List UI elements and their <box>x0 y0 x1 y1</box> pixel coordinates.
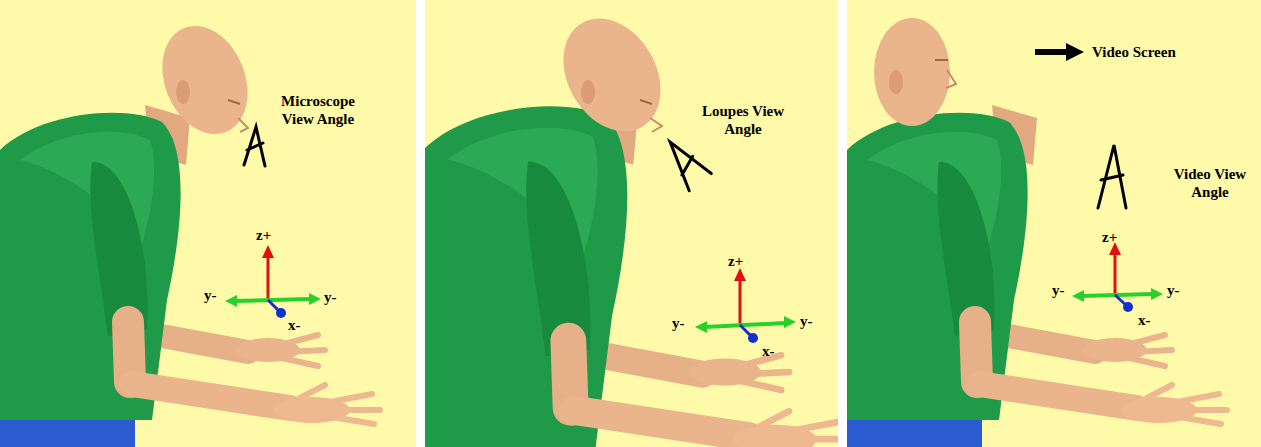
view-angle-label: Loupes View Angle <box>688 102 798 138</box>
axis-label: y- <box>800 312 813 330</box>
axis-label: z+ <box>728 252 743 270</box>
panel-video <box>847 0 1261 447</box>
axis-label: x- <box>1138 311 1151 329</box>
axis-label: z+ <box>256 226 271 244</box>
axis-label: z+ <box>1102 228 1117 246</box>
panel-loupes <box>425 0 838 447</box>
axis-label: y- <box>1052 281 1065 299</box>
view-angle-symbol <box>1098 145 1126 208</box>
axis-label: y- <box>324 288 337 306</box>
axis-label: x- <box>762 342 775 360</box>
axis-label: x- <box>288 316 301 334</box>
arrow-to-screen <box>1066 43 1084 61</box>
human-figure <box>0 105 380 447</box>
view-angle-symbol <box>658 134 711 191</box>
view-angle-label: Video View Angle <box>1165 165 1255 201</box>
view-angle-symbol <box>244 127 265 166</box>
axis-label: y- <box>204 286 217 304</box>
human-figure <box>847 105 1227 447</box>
human-figure <box>425 98 838 447</box>
axis-label: y- <box>672 314 685 332</box>
panel-microscope <box>0 0 416 447</box>
view-angle-label: Microscope View Angle <box>268 92 368 128</box>
screen-label: Video Screen <box>1092 43 1176 61</box>
head <box>147 13 263 147</box>
axis-label: y- <box>1167 281 1180 299</box>
head <box>544 1 680 149</box>
head <box>874 18 950 126</box>
